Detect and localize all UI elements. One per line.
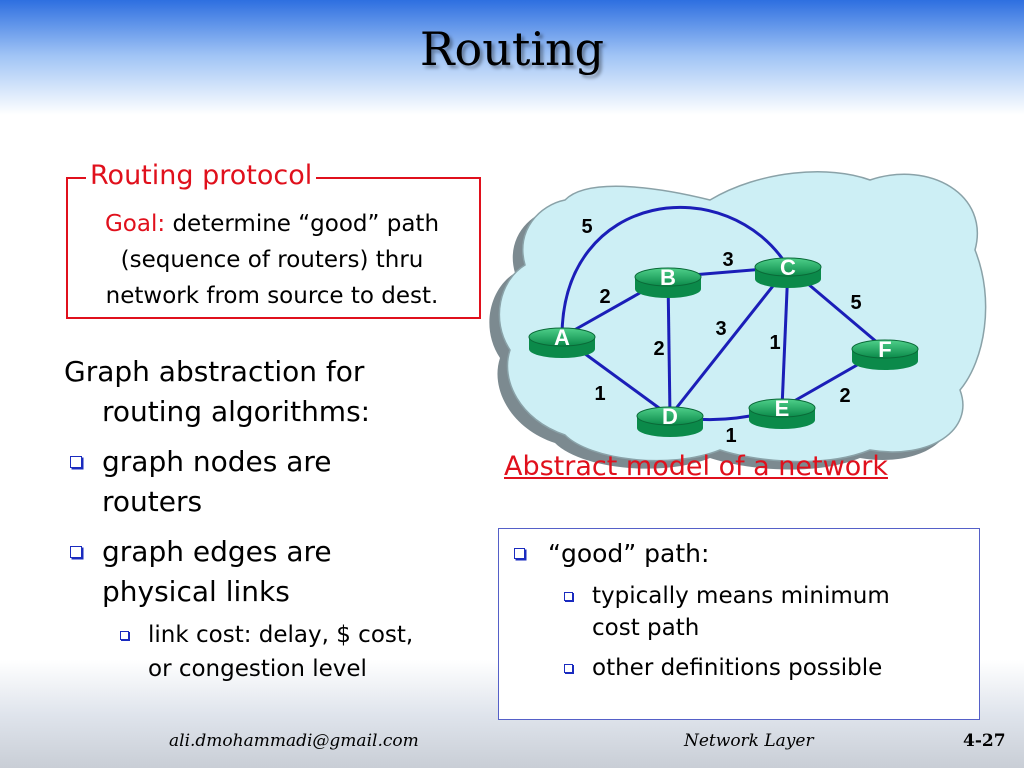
network-caption: Abstract model of a network: [504, 451, 888, 482]
link-cost-d-e: 1: [725, 425, 736, 447]
bullet-line: graph nodes are: [102, 445, 332, 478]
link-a-c: [560, 206, 790, 338]
graph-abstraction-list: Graph abstraction for routing algorithms…: [64, 352, 464, 686]
sub-bullet-line: or congestion level: [148, 656, 367, 682]
checkbox-bullet-icon: [70, 456, 82, 468]
router-label-e: E: [775, 396, 790, 421]
intro-line-2: routing algorithms:: [102, 395, 371, 428]
intro-line-1: Graph abstraction for: [64, 355, 365, 388]
bullet-line: graph edges are: [102, 535, 332, 568]
network-cloud: [498, 171, 987, 463]
checkbox-bullet-icon: [564, 664, 573, 673]
bullet-graph-nodes: graph nodes are routers: [64, 442, 464, 522]
network-graph: 2 1 5 3 2 3 1 5 1 2 A B C D E F: [489, 171, 987, 470]
good-path-box: [498, 528, 980, 720]
link-c-e: [780, 266, 790, 409]
link-cost-b-d: 2: [653, 338, 664, 360]
router-a: A: [528, 325, 596, 358]
router-label-d: D: [662, 404, 678, 429]
bullet-graph-edges: graph edges are physical links: [64, 532, 464, 612]
bullet-good-path: “good” path:: [510, 536, 970, 572]
good-path-list: “good” path: typically means minimum cos…: [510, 536, 970, 684]
link-cost-a-c: 5: [581, 216, 592, 238]
sub-bullet-minimum-cost: typically means minimum cost path: [510, 580, 970, 644]
checkbox-bullet-icon: [564, 592, 573, 601]
router-label-b: B: [660, 265, 676, 290]
bullet-line: routers: [102, 485, 203, 518]
router-f: F: [851, 337, 919, 370]
link-b-d: [666, 276, 672, 417]
sub-bullet-other-definitions: other definitions possible: [510, 652, 970, 684]
checkbox-bullet-icon: [120, 631, 129, 640]
link-d-c: [668, 266, 790, 417]
router-label-c: C: [780, 255, 796, 280]
goal-text-line-1: determine “good” path: [172, 211, 440, 237]
router-label-a: A: [554, 325, 570, 350]
bullet-line: physical links: [102, 575, 290, 608]
sub-bullet-line: link cost: delay, $ cost,: [148, 622, 414, 648]
routing-protocol-label: Routing protocol: [86, 160, 317, 191]
router-d: D: [636, 404, 704, 437]
graph-abstraction-intro: Graph abstraction for routing algorithms…: [64, 352, 464, 432]
router-label-f: F: [878, 337, 891, 362]
router-b: B: [634, 265, 702, 298]
checkbox-bullet-icon: [514, 548, 525, 559]
footer-page-number: 4-27: [963, 731, 1006, 751]
link-cost-a-b: 2: [599, 286, 610, 308]
sub-bullet-link-cost: link cost: delay, $ cost, or congestion …: [64, 618, 464, 686]
link-cost-c-f: 5: [850, 292, 861, 314]
router-c: C: [754, 255, 822, 288]
good-path-heading: “good” path:: [548, 539, 710, 568]
slide-title: Routing: [419, 22, 605, 76]
link-cost-b-c: 3: [722, 249, 733, 271]
checkbox-bullet-icon: [70, 546, 82, 558]
goal-text-line-2: (sequence of routers) thru: [120, 247, 424, 273]
link-cost-d-c: 3: [715, 318, 726, 340]
sub-bullet-line: other definitions possible: [592, 655, 883, 681]
sub-bullet-line: cost path: [592, 615, 700, 641]
link-cost-a-d: 1: [594, 383, 605, 405]
routing-protocol-goal: Goal: determine “good” path (sequence of…: [68, 206, 476, 314]
footer-email: ali.dmohammadi@gmail.com: [169, 731, 419, 751]
sub-bullet-line: typically means minimum: [592, 583, 890, 609]
link-cost-e-f: 2: [839, 385, 850, 407]
footer-section: Network Layer: [684, 731, 814, 751]
goal-label: Goal:: [104, 211, 166, 237]
link-cost-c-e: 1: [769, 332, 780, 354]
router-e: E: [748, 396, 816, 429]
goal-text-line-3: network from source to dest.: [105, 283, 439, 309]
